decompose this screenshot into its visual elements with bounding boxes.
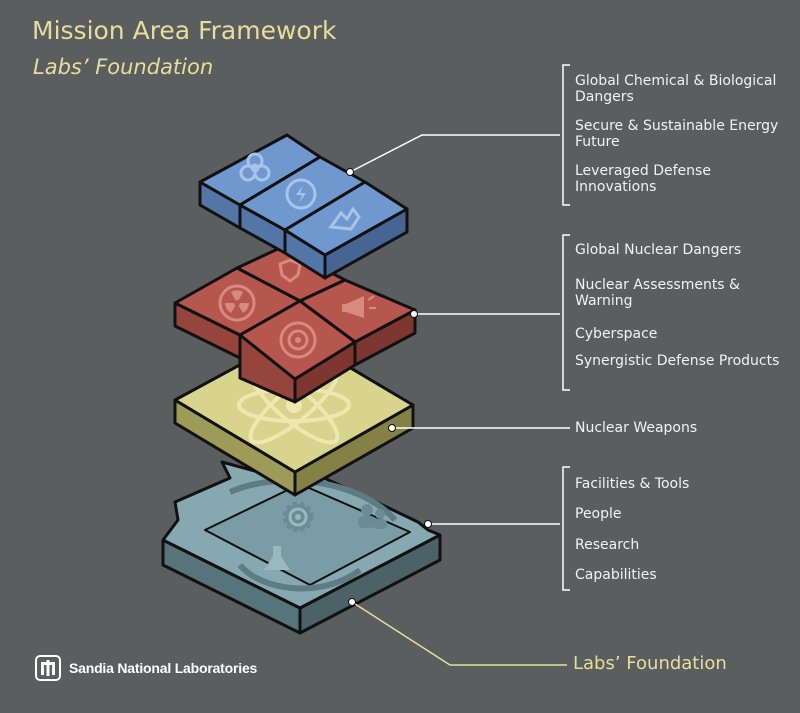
- leader-blue: [349, 134, 560, 173]
- nuclear-icon: [279, 321, 317, 359]
- flask-icon: [264, 546, 290, 570]
- label-synergistic-defense-products: Synergistic Defense Products: [575, 353, 780, 369]
- label-facilities-tools: Facilities & Tools: [575, 476, 690, 492]
- logo-text: Sandia National Laboratories: [69, 660, 258, 676]
- sandia-logo: Sandia National Laboratories: [35, 655, 257, 681]
- gear-icon: [282, 501, 314, 533]
- megaphone-icon: [342, 295, 376, 318]
- page-subtitle: Labs’ Foundation: [33, 55, 214, 79]
- label-nuclear-assessments-warning: Nuclear Assessments & Warning: [575, 277, 740, 309]
- shield-icon: [278, 258, 302, 283]
- page-title: Mission Area Framework: [32, 16, 337, 45]
- bracket-blue: [562, 64, 570, 206]
- bracket-red: [562, 234, 570, 391]
- labs-foundation-label: Labs’ Foundation: [573, 653, 727, 674]
- label-leveraged-defense-innovations: Leveraged Defense Innovations: [575, 163, 711, 195]
- bracket-foundation: [562, 466, 570, 591]
- sandia-logo-icon: [35, 655, 61, 681]
- defense-icon: [328, 206, 361, 231]
- leader-lines: [349, 64, 570, 591]
- label-global-chemical-biological-dangers: Global Chemical & Biological Dangers: [575, 73, 777, 105]
- label-secure-sustainable-energy: Secure & Sustainable Energy Future: [575, 118, 779, 150]
- foundation-layer: [161, 460, 442, 635]
- leader-dots: [346, 168, 432, 606]
- label-cyberspace: Cyberspace: [575, 326, 658, 342]
- people-icon: [358, 504, 387, 529]
- radiation-icon: [218, 284, 256, 322]
- label-people: People: [575, 506, 622, 522]
- label-research: Research: [575, 537, 640, 553]
- label-nuclear-weapons: Nuclear Weapons: [575, 420, 698, 436]
- label-global-nuclear-dangers: Global Nuclear Dangers: [575, 242, 742, 258]
- energy-icon: [285, 178, 317, 210]
- biohazard-icon: [239, 152, 271, 182]
- label-capabilities: Capabilities: [575, 567, 657, 583]
- leader-labs-foundation: [351, 601, 567, 666]
- foundation-swirl-2: [237, 562, 362, 592]
